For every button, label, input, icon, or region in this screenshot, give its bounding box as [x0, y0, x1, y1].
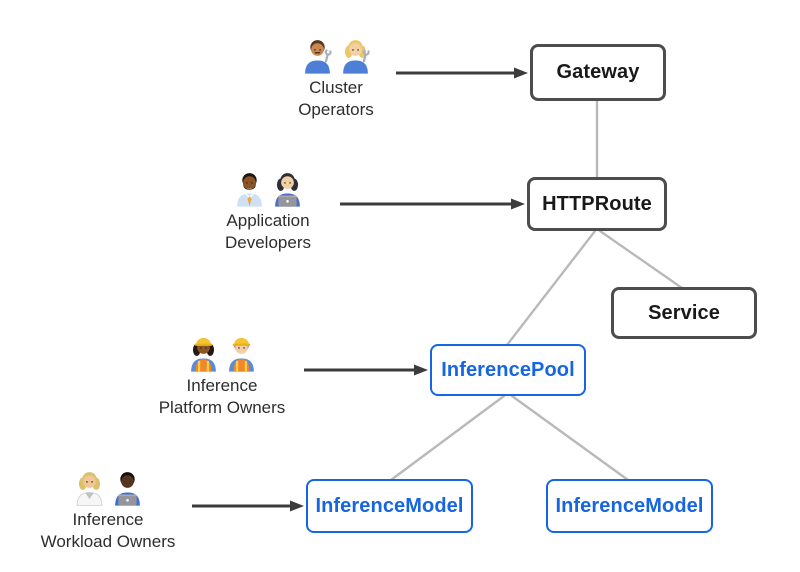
node-label: InferenceModel: [315, 494, 464, 517]
node-inferencemodel-left: InferenceModel: [306, 479, 473, 533]
node-gateway: Gateway: [530, 44, 666, 101]
man-office-worker-icon: [233, 170, 266, 207]
persona-icon-pair: [187, 335, 258, 372]
node-label: InferencePool: [441, 358, 575, 381]
node-label: HTTPRoute: [542, 192, 652, 215]
node-service: Service: [611, 287, 757, 339]
arrowhead-icon: [511, 198, 525, 210]
persona-label-line: Inference: [72, 510, 144, 529]
persona-label-line: Inference: [186, 376, 258, 395]
arrowhead-icon: [514, 67, 528, 79]
man-construction-worker-icon: [225, 335, 258, 372]
persona-label-line: Application: [226, 211, 310, 230]
persona-label-line: Operators: [298, 100, 374, 119]
persona-icon-pair: [73, 469, 144, 506]
node-label: Service: [648, 301, 720, 324]
persona-label-line: Cluster: [309, 78, 363, 97]
edge-httproute-to-service: [598, 229, 684, 290]
arrowhead-icon: [290, 500, 304, 512]
edge-inferencepool-to-inferencemodel-left: [389, 394, 506, 482]
man-technologist-dark-icon: [111, 469, 144, 506]
woman-technologist-icon: [271, 170, 304, 207]
edge-inferencepool-to-inferencemodel-right: [510, 394, 630, 482]
woman-mechanic-icon: [339, 37, 372, 74]
node-label: Gateway: [556, 61, 640, 83]
man-mechanic-icon: [301, 37, 334, 74]
node-label: InferenceModel: [555, 494, 704, 517]
persona-icon-pair: [301, 37, 372, 74]
persona-label-line: Platform Owners: [158, 398, 286, 417]
node-httproute: HTTPRoute: [527, 177, 667, 231]
node-inferencepool: InferencePool: [430, 344, 586, 396]
persona-label-line: Workload Owners: [40, 532, 176, 551]
persona-label-line: Developers: [225, 233, 311, 252]
persona-icon-pair: [233, 170, 304, 207]
arrowhead-icon: [414, 364, 428, 376]
edge-httproute-to-inferencepool: [505, 229, 597, 347]
woman-construction-worker-icon: [187, 335, 220, 372]
health-worker-icon: [73, 469, 106, 506]
node-inferencemodel-right: InferenceModel: [546, 479, 713, 533]
